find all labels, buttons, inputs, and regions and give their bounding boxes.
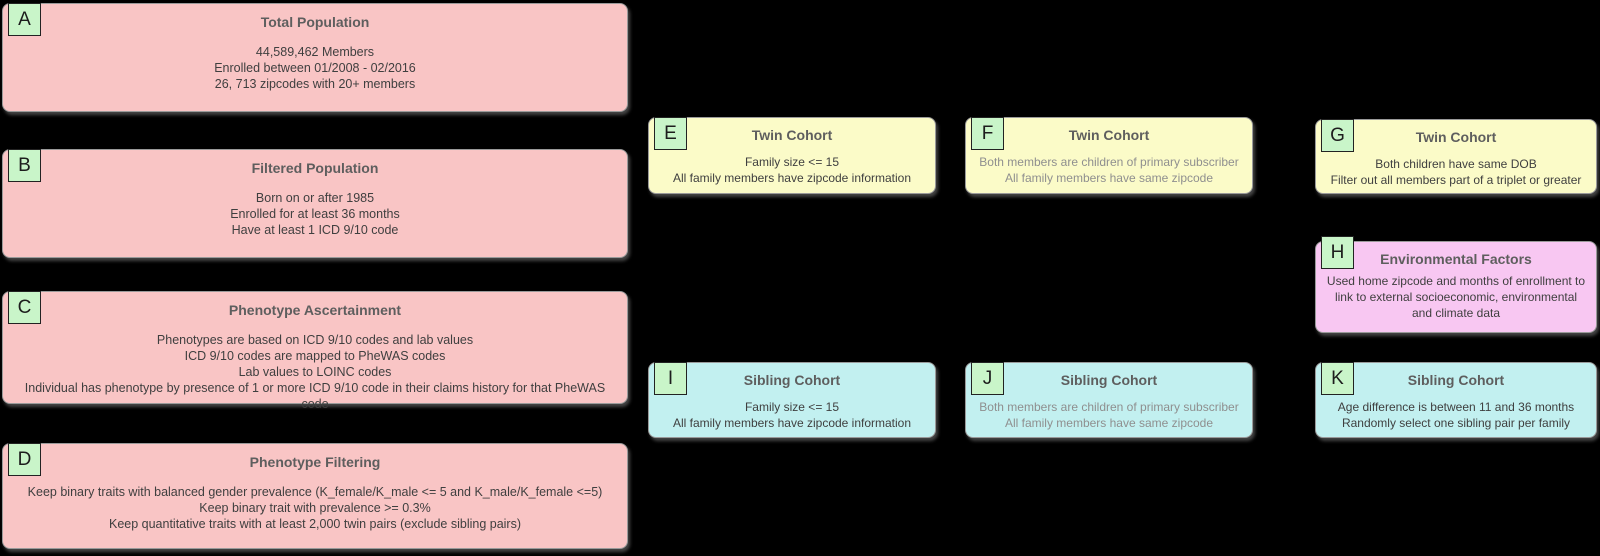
node-title: Phenotype Filtering — [249, 454, 381, 470]
node-sibling-cohort-j: J Sibling Cohort Both members are childr… — [965, 362, 1253, 438]
node-label-c: C — [8, 291, 41, 324]
node-body: Keep binary traits with balanced gender … — [3, 484, 627, 532]
node-body: Family size <= 15 All family members hav… — [649, 154, 935, 186]
node-label-b: B — [8, 149, 41, 182]
node-label-g: G — [1321, 119, 1354, 152]
node-body: Used home zipcode and months of enrollme… — [1316, 273, 1596, 321]
node-line: Filter out all members part of a triplet… — [1330, 173, 1582, 187]
node-title: Total Population — [260, 14, 370, 30]
node-line: Keep quantitative traits with at least 2… — [108, 517, 522, 531]
node-line: Randomly select one sibling pair per fam… — [1341, 416, 1571, 430]
node-title: Filtered Population — [251, 160, 379, 176]
node-line: Keep binary traits with balanced gender … — [27, 485, 603, 499]
node-line: Have at least 1 ICD 9/10 code — [231, 223, 399, 237]
node-title: Sibling Cohort — [743, 372, 841, 388]
node-line: Used home zipcode and months of enrollme… — [1326, 274, 1586, 320]
node-twin-cohort-e: E Twin Cohort Family size <= 15 All fami… — [648, 117, 936, 194]
node-line: Both children have same DOB — [1375, 157, 1537, 171]
node-title: Sibling Cohort — [1407, 372, 1505, 388]
node-sibling-cohort-i: I Sibling Cohort Family size <= 15 All f… — [648, 362, 936, 438]
node-line: Born on or after 1985 — [255, 191, 375, 205]
node-line: All family members have zipcode informat… — [672, 171, 912, 185]
node-line: Enrolled between 01/2008 - 02/2016 — [214, 61, 416, 75]
node-sibling-cohort-k: K Sibling Cohort Age difference is betwe… — [1315, 362, 1597, 438]
node-line: Keep binary trait with prevalence >= 0.3… — [199, 501, 431, 515]
node-line: All family members have same zipcode — [1004, 416, 1214, 430]
node-line: 26, 713 zipcodes with 20+ members — [214, 77, 416, 91]
node-line: Individual has phenotype by presence of … — [24, 381, 606, 411]
node-body: Both members are children of primary sub… — [966, 399, 1252, 431]
node-twin-cohort-g: G Twin Cohort Both children have same DO… — [1315, 119, 1597, 194]
node-label-e: E — [654, 117, 687, 150]
node-title: Twin Cohort — [1068, 127, 1150, 143]
node-label-k: K — [1321, 362, 1354, 395]
node-line: Family size <= 15 — [744, 155, 840, 169]
node-title: Twin Cohort — [1415, 129, 1497, 145]
node-title: Environmental Factors — [1380, 251, 1532, 267]
node-phenotype-filtering: D Phenotype Filtering Keep binary traits… — [2, 443, 628, 549]
node-line: Family size <= 15 — [744, 400, 840, 414]
node-filtered-population: B Filtered Population Born on or after 1… — [2, 149, 628, 258]
node-label-i: I — [654, 362, 687, 395]
node-line: Phenotypes are based on ICD 9/10 codes a… — [156, 333, 474, 347]
node-line: All family members have zipcode informat… — [672, 416, 912, 430]
node-body: Both children have same DOB Filter out a… — [1316, 156, 1596, 188]
node-body: Age difference is between 11 and 36 mont… — [1316, 399, 1596, 431]
node-body: Born on or after 1985 Enrolled for at le… — [3, 190, 627, 238]
node-line: Both members are children of primary sub… — [979, 400, 1239, 414]
node-label-j: J — [971, 362, 1004, 395]
node-phenotype-ascertainment: C Phenotype Ascertainment Phenotypes are… — [2, 291, 628, 411]
node-line: Enrolled for at least 36 months — [230, 207, 400, 221]
node-line: 44,589,462 Members — [255, 45, 375, 59]
node-label-h: H — [1321, 236, 1354, 269]
node-label-d: D — [8, 443, 41, 476]
node-line: Lab values to LOINC codes — [238, 365, 392, 379]
node-line: ICD 9/10 codes are mapped to PheWAS code… — [184, 349, 446, 363]
node-line: Age difference is between 11 and 36 mont… — [1337, 400, 1575, 414]
node-body: Family size <= 15 All family members hav… — [649, 399, 935, 431]
node-label-a: A — [8, 3, 41, 36]
node-title: Sibling Cohort — [1060, 372, 1158, 388]
node-title: Twin Cohort — [751, 127, 833, 143]
node-body: Both members are children of primary sub… — [966, 154, 1252, 186]
node-line: All family members have same zipcode — [1004, 171, 1214, 185]
node-title: Phenotype Ascertainment — [228, 302, 402, 318]
node-total-population: A Total Population 44,589,462 Members En… — [2, 3, 628, 112]
node-label-f: F — [971, 117, 1004, 150]
node-twin-cohort-f: F Twin Cohort Both members are children … — [965, 117, 1253, 194]
node-body: Phenotypes are based on ICD 9/10 codes a… — [3, 332, 627, 412]
node-line: Both members are children of primary sub… — [979, 155, 1239, 169]
node-body: 44,589,462 Members Enrolled between 01/2… — [3, 44, 627, 92]
node-environmental-factors: H Environmental Factors Used home zipcod… — [1315, 236, 1597, 333]
